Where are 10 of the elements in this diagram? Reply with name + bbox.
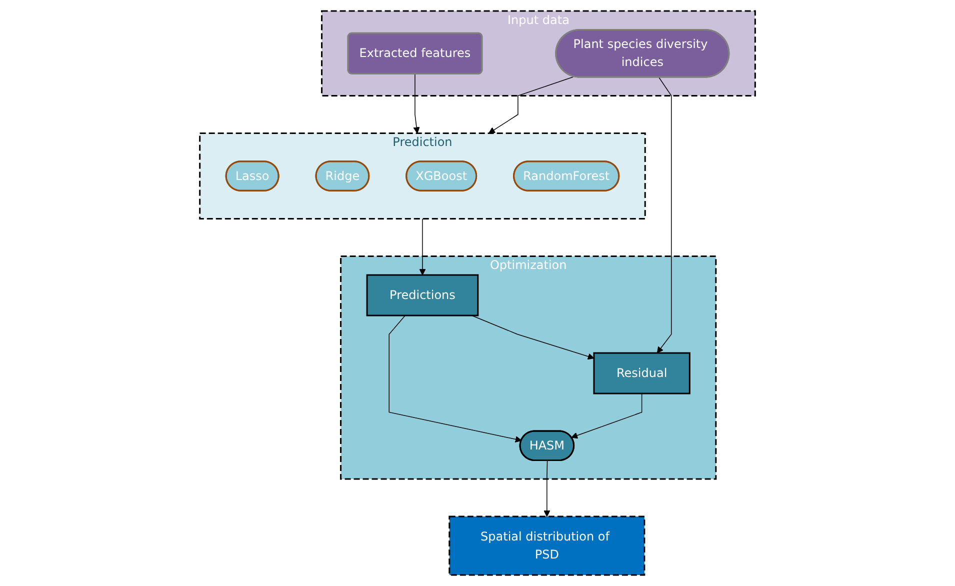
node-box: Predictions	[366, 274, 479, 316]
arrow	[388, 315, 522, 443]
arrow	[413, 73, 420, 134]
node-box: Residual	[593, 352, 690, 394]
arrow	[544, 460, 550, 517]
arrow	[488, 76, 574, 134]
arrow	[656, 77, 672, 354]
arrow	[571, 393, 642, 439]
node-box: Spatial distribution of PSD	[448, 516, 646, 576]
arrow	[419, 218, 426, 276]
